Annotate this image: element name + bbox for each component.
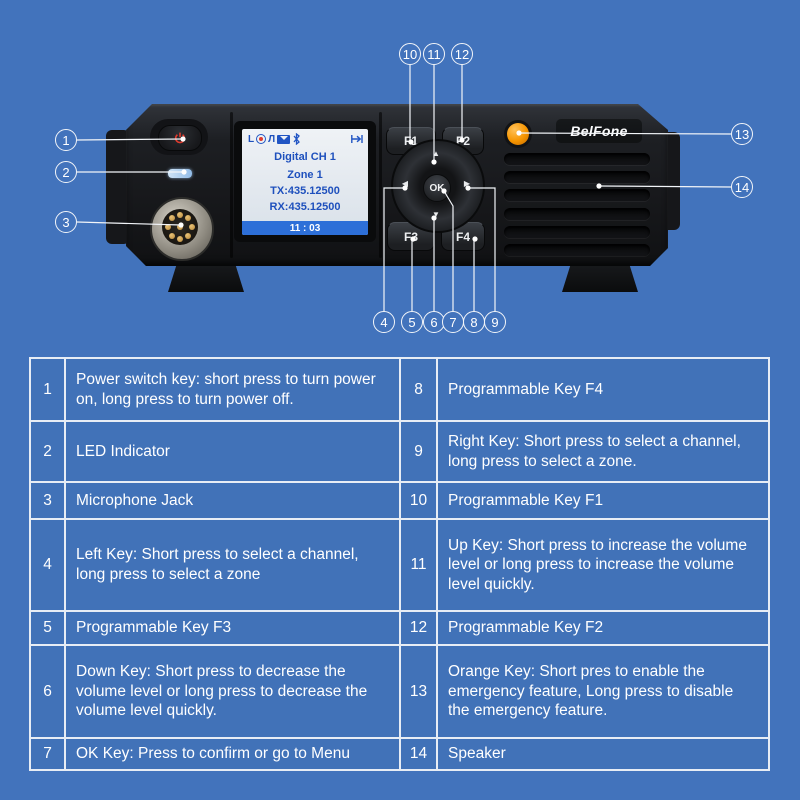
tx-frequency: TX:435.12500 (270, 185, 340, 197)
antenna-icon: Л (268, 133, 276, 145)
legend-number: 9 (401, 422, 436, 481)
legend-number: 4 (31, 520, 64, 610)
signal-l-icon: L (248, 133, 255, 145)
legend-text: Power switch key: short press to turn po… (66, 359, 399, 420)
legend-number: 13 (401, 646, 436, 737)
speaker-slot (504, 153, 650, 165)
callout-1: 1 (55, 129, 77, 151)
callout-8: 8 (463, 311, 485, 333)
callout-5: 5 (401, 311, 423, 333)
speaker-slot (504, 208, 650, 220)
legend-number: 3 (31, 483, 64, 518)
bluetooth-icon (293, 133, 301, 145)
speaker-slot (504, 171, 650, 183)
message-icon (277, 134, 291, 144)
callout-2: 2 (55, 161, 77, 183)
jack-pin (185, 233, 191, 239)
left-arrow-icon: ◀ (401, 179, 409, 188)
rx-frequency: RX:435.12500 (269, 201, 341, 213)
down-arrow-icon: ▼ (432, 210, 440, 219)
legend-text: Programmable Key F3 (66, 612, 399, 644)
panel-groove (230, 112, 233, 258)
legend-text: LED Indicator (66, 422, 399, 481)
record-dot-icon (256, 134, 267, 144)
jack-pin (165, 224, 171, 230)
callout-13: 13 (731, 123, 753, 145)
callout-lines (76, 65, 732, 311)
legend-text: Speaker (438, 739, 768, 769)
legend-text: Orange Key: Short pres to enable the eme… (438, 646, 768, 737)
callout-12: 12 (451, 43, 473, 65)
callout-14: 14 (731, 176, 753, 198)
legend-text: Programmable Key F2 (438, 612, 768, 644)
callout-4: 4 (373, 311, 395, 333)
callout-11: 11 (423, 43, 445, 65)
legend-text: Up Key: Short press to increase the volu… (438, 520, 768, 610)
lcd-display: L Л Digital CH 1 Zone 1 TX:435.12500 RX:… (242, 129, 368, 235)
legend-number: 6 (31, 646, 64, 737)
speaker-slot (504, 244, 650, 256)
jack-pin (189, 224, 195, 230)
legend-number: 12 (401, 612, 436, 644)
legend-number: 1 (31, 359, 64, 420)
channel-name: Digital CH 1 (274, 151, 336, 163)
scan-icon (351, 135, 363, 143)
callout-6: 6 (423, 311, 445, 333)
up-arrow-icon: ▲ (432, 149, 440, 158)
right-arrow-icon: ▶ (463, 179, 471, 188)
legend-number: 14 (401, 739, 436, 769)
legend-number: 2 (31, 422, 64, 481)
legend-number: 10 (401, 483, 436, 518)
jack-pin (177, 212, 183, 218)
legend-text: OK Key: Press to confirm or go to Menu (66, 739, 399, 769)
legend-table: 1 Power switch key: short press to turn … (29, 357, 770, 771)
jack-pin (169, 233, 175, 239)
power-button (158, 125, 202, 151)
legend-text: Right Key: Short press to select a chann… (438, 422, 768, 481)
speaker-slot (504, 226, 650, 238)
callout-9: 9 (484, 311, 506, 333)
legend-text: Left Key: Short press to select a channe… (66, 520, 399, 610)
led-indicator (168, 169, 192, 178)
callout-10: 10 (399, 43, 421, 65)
zone-name: Zone 1 (287, 169, 323, 181)
brand-logo: BelFone (570, 123, 628, 139)
legend-number: 5 (31, 612, 64, 644)
clock: 11 : 03 (242, 221, 368, 235)
legend-number: 11 (401, 520, 436, 610)
jack-pin (169, 215, 175, 221)
callout-3: 3 (55, 211, 77, 233)
callout-7: 7 (442, 311, 464, 333)
legend-text: Programmable Key F1 (438, 483, 768, 518)
legend-number: 8 (401, 359, 436, 420)
speaker-slot (504, 189, 650, 201)
legend-text: Microphone Jack (66, 483, 399, 518)
key-ok: OK (423, 174, 451, 202)
brand-plate: BelFone (556, 119, 642, 143)
panel-groove (379, 112, 382, 258)
jack-pin (185, 215, 191, 221)
legend-text: Programmable Key F4 (438, 359, 768, 420)
legend-text: Down Key: Short press to decrease the vo… (66, 646, 399, 737)
legend-number: 7 (31, 739, 64, 769)
jack-pin (177, 236, 183, 242)
